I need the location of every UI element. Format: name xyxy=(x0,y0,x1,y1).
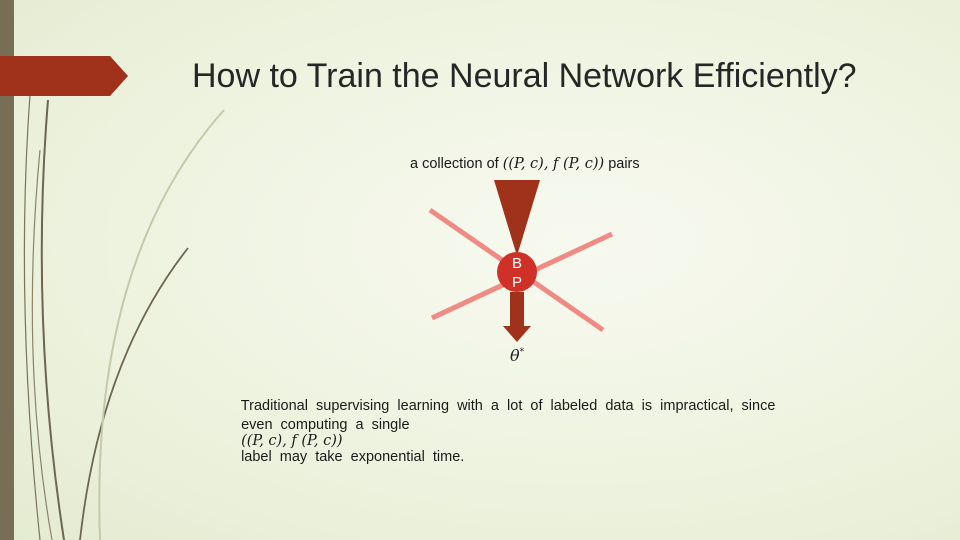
body-line-1-text: Traditional supervising learning with a … xyxy=(240,398,776,414)
body-line-2-formula: ((P, c), f (P, c)) xyxy=(241,433,343,449)
body-line-1: Traditional supervising learning with a … xyxy=(233,382,776,414)
bp-node-label: B P xyxy=(504,254,530,292)
theta-superscript: * xyxy=(519,347,525,358)
theta-symbol: θ xyxy=(510,346,520,365)
title-accent-tab xyxy=(0,56,128,96)
input-funnel-triangle xyxy=(494,180,540,256)
body-line-2-tail: label may take exponential time. xyxy=(241,449,465,465)
bp-node-line1: B xyxy=(511,255,522,272)
body-line-2: even computing a single ((P, c), f (P, c… xyxy=(233,401,464,465)
top-caption-tail: pairs xyxy=(608,156,640,172)
output-arrow-shaft xyxy=(510,292,524,326)
bp-node-line2: P xyxy=(511,274,522,291)
output-arrow-head xyxy=(503,326,531,342)
body-line-2-lead: even computing a single xyxy=(241,417,410,433)
top-caption-lead: a collection of xyxy=(410,156,499,172)
slide-title: How to Train the Neural Network Efficien… xyxy=(192,57,857,95)
bp-node-circle xyxy=(497,252,537,292)
left-sidebar-bar xyxy=(0,0,14,540)
top-caption-formula: ((P, c), f (P, c)) xyxy=(502,156,605,172)
top-caption: a collection of ((P, c), f (P, c)) pairs xyxy=(410,156,640,172)
theta-star-label: θ* xyxy=(510,346,524,365)
